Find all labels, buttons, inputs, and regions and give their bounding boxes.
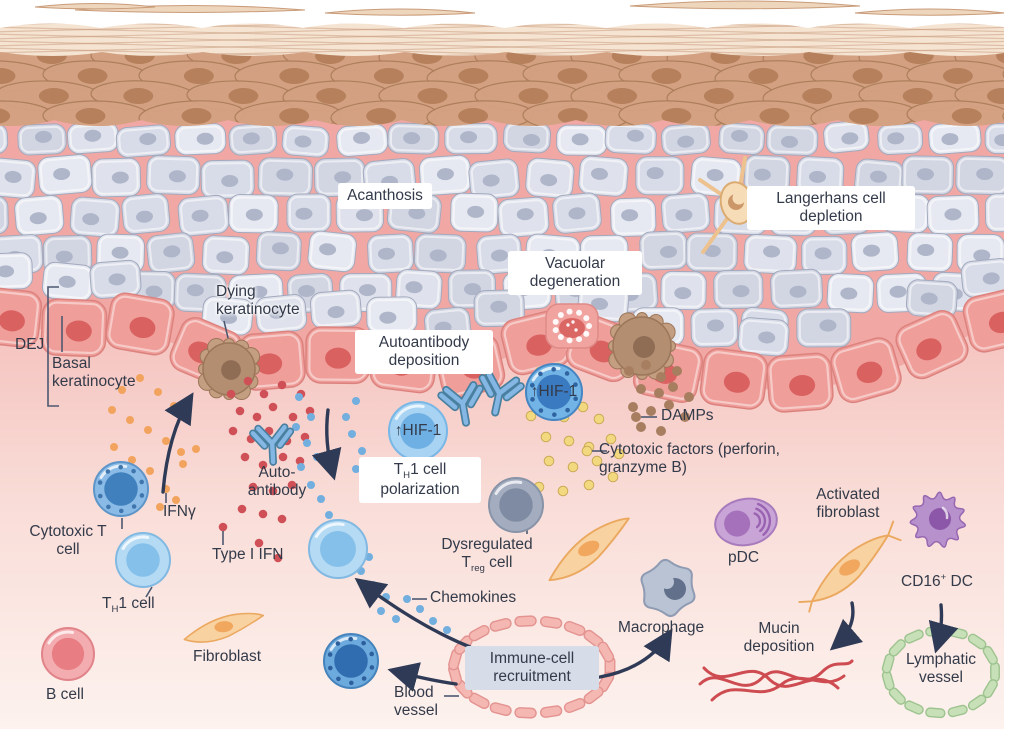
recruited-immune-cell	[323, 633, 379, 689]
label-macrophage: Macrophage	[618, 619, 705, 636]
label-pdc: pDC	[728, 549, 760, 566]
label-langerhans-depletion: Langerhans cell depletion	[747, 186, 915, 230]
spinous-layer	[0, 40, 1011, 126]
lymphatic-vessel	[881, 625, 1000, 719]
label-cd16-dc: CD16+ DC	[901, 572, 973, 591]
blood-vessel	[448, 615, 616, 719]
macrophage	[640, 558, 696, 618]
label-th1-cell: TH1 cell	[102, 595, 155, 616]
dying-keratinocyte-1	[197, 337, 261, 401]
pdc-cell	[714, 497, 778, 547]
hif1-cytotoxic-cell	[525, 363, 583, 421]
cd16-dc-cell	[909, 491, 967, 548]
vacuolated-basal-cell	[545, 303, 599, 349]
dysregulated-treg-cell	[488, 477, 544, 533]
label-th1-polarization: TH1 cell polarization	[359, 457, 481, 503]
label-damps: DAMPs	[661, 407, 714, 424]
label-cytotoxic-t-cell: Cytotoxic T cell	[29, 523, 107, 558]
label-vacuolar-degeneration: Vacuolar degeneration	[508, 251, 642, 295]
label-chemokines: Chemokines	[430, 589, 517, 606]
cytotoxic-t-cell	[93, 461, 149, 517]
b-cell	[41, 627, 95, 681]
polarized-th1-cell	[308, 519, 368, 579]
label-dysregulated-treg: Dysregulated Treg cell	[441, 536, 533, 574]
label-mucin-deposition: Mucin deposition	[743, 620, 815, 655]
label-activated-fibroblast: Activated fibroblast	[816, 486, 880, 521]
label-b-cell: B cell	[46, 686, 84, 703]
label-lymphatic-vessel: Lymphatic vessel	[905, 651, 977, 686]
basal-keratinocytes	[0, 286, 1011, 413]
label-autoantibody: Auto-antibody	[247, 464, 307, 499]
label-acanthosis: Acanthosis	[338, 183, 432, 209]
label-type-i-ifn: Type I IFN	[212, 546, 284, 563]
autoantibody	[249, 423, 295, 466]
autoantibody-deposit	[478, 370, 525, 417]
label-cytotoxic-factors: Cytotoxic factors (perforin, granzyme B)	[599, 441, 780, 476]
flow-arrows	[161, 392, 959, 692]
label-hif1-right: ↑HIF-1	[530, 383, 578, 400]
label-basal-keratinocyte: Basal keratinocyte	[52, 355, 136, 390]
label-dying-keratinocyte: Dying keratinocyte	[216, 283, 300, 318]
label-blood-vessel: Blood vessel	[394, 684, 438, 719]
label-fibroblast: Fibroblast	[193, 648, 262, 665]
label-ifn-gamma: IFNγ	[163, 503, 196, 520]
chemokine-dots	[292, 393, 451, 634]
mucin-fibres	[698, 659, 854, 702]
label-dej: DEJ	[15, 336, 45, 353]
th1-cell	[115, 532, 171, 588]
label-hif1-left: ↑HIF-1	[394, 422, 442, 439]
type-i-ifn-dots	[218, 376, 315, 563]
activated-fibroblast	[798, 520, 902, 613]
dermal-fibroblast	[548, 517, 630, 582]
hif1-th1-cell	[388, 401, 448, 461]
damp-dots	[624, 360, 694, 436]
fibroblast	[183, 612, 265, 643]
special-cells	[197, 156, 774, 401]
label-immune-cell-recruitment: Immune-cell recruitment	[465, 646, 599, 690]
label-autoantibody-deposition: Autoantibody deposition	[355, 330, 493, 374]
immune-cells	[41, 363, 967, 689]
langerhans-cell	[698, 156, 774, 254]
molecule-dots	[108, 360, 694, 634]
corneocyte-flakes	[34, 0, 1006, 16]
autoantibody-deposit	[437, 381, 484, 427]
